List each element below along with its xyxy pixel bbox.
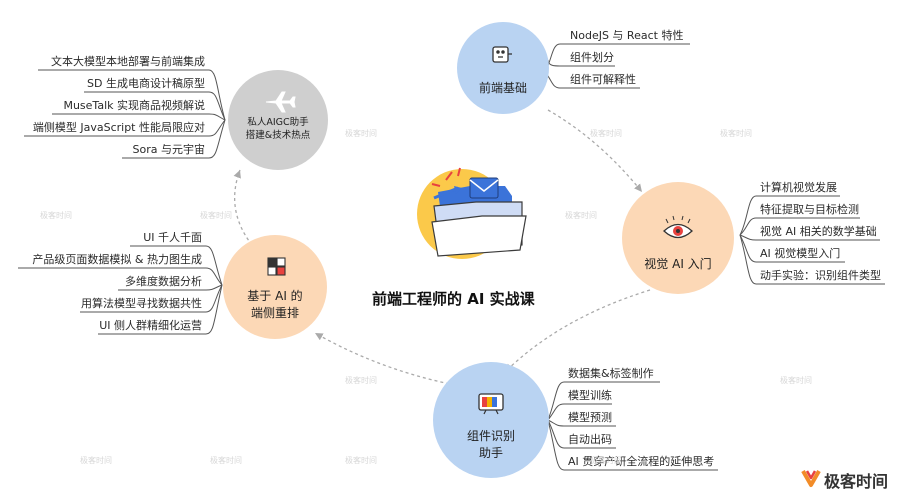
node-circle-aigc bbox=[228, 70, 328, 170]
node-title-aigc-line1: 私人AIGC助手 bbox=[247, 117, 309, 128]
node-circle-frontend-basics bbox=[457, 22, 549, 114]
watermark: 极客时间 bbox=[565, 211, 597, 220]
node-title-assistant-line2: 助手 bbox=[478, 446, 503, 460]
watermark: 极客时间 bbox=[40, 211, 72, 220]
branch-item: NodeJS 与 React 特性 bbox=[570, 29, 684, 42]
branch-item: 动手实验：识别组件类型 bbox=[760, 269, 881, 282]
branch-item: 用算法模型寻找数据共性 bbox=[81, 297, 202, 310]
branch-item: 计算机视觉发展 bbox=[760, 181, 837, 194]
watermark: 极客时间 bbox=[210, 456, 242, 465]
watermark: 极客时间 bbox=[720, 129, 752, 138]
branch-item: 多维度数据分析 bbox=[125, 275, 202, 288]
flow-arrow-rerank-to-aigc bbox=[233, 169, 253, 246]
branch-item: Sora 与元宇宙 bbox=[132, 143, 205, 156]
branch-item: 组件划分 bbox=[570, 51, 614, 64]
folder-mail-illustration-icon bbox=[417, 167, 527, 259]
branch-item: 端侧模型 JavaScript 性能局限应对 bbox=[32, 121, 205, 134]
branch-lines-assistant bbox=[547, 381, 718, 471]
branch-item: MuseTalk 实现商品视频解说 bbox=[63, 99, 205, 112]
node-title-aigc-line2: 搭建&技术热点 bbox=[245, 130, 311, 141]
branch-item: 自动出码 bbox=[568, 433, 612, 446]
node-circle-assistant bbox=[433, 362, 549, 478]
branch-item: 组件可解释性 bbox=[570, 73, 636, 86]
watermark: 极客时间 bbox=[780, 376, 812, 385]
branch-item: AI 贯穿产研全流程的延伸思考 bbox=[568, 455, 715, 468]
branch-item: 数据集&标签制作 bbox=[568, 367, 654, 380]
branch-item: AI 视觉模型入门 bbox=[760, 247, 841, 260]
plug-icon bbox=[492, 46, 512, 63]
eye-icon bbox=[663, 215, 693, 239]
brand-name: 极客时间 bbox=[824, 472, 889, 491]
branch-item: UI 千人千面 bbox=[143, 231, 202, 244]
branch-item: UI 侧人群精细化运营 bbox=[99, 319, 202, 332]
node-title-vision: 视觉 AI 入门 bbox=[644, 257, 712, 271]
watermark: 极客时间 bbox=[345, 456, 377, 465]
branch-item: 文本大模型本地部署与前端集成 bbox=[51, 55, 205, 68]
branch-item: 视觉 AI 相关的数学基础 bbox=[760, 225, 877, 238]
node-circle-rerank bbox=[223, 235, 327, 339]
blocks-icon bbox=[267, 257, 286, 276]
watermark: 极客时间 bbox=[345, 129, 377, 138]
branch-item: 模型预测 bbox=[568, 411, 612, 424]
branch-item: SD 生成电商设计稿原型 bbox=[87, 77, 205, 90]
branch-item: 产品级页面数据模拟 & 热力图生成 bbox=[32, 253, 202, 266]
watermark: 极客时间 bbox=[200, 211, 232, 220]
branch-item: 模型训练 bbox=[568, 389, 612, 402]
watermark: 极客时间 bbox=[590, 456, 622, 465]
branch-lines-vision bbox=[739, 195, 885, 285]
watermark: 极客时间 bbox=[590, 129, 622, 138]
brand-logo-icon bbox=[801, 470, 821, 487]
node-title-rerank-line1: 基于 AI 的 bbox=[247, 289, 303, 303]
watermark: 极客时间 bbox=[345, 376, 377, 385]
branch-item: 特征提取与目标检测 bbox=[760, 203, 859, 216]
watermark: 极客时间 bbox=[80, 456, 112, 465]
node-title-frontend-basics: 前端基础 bbox=[478, 81, 527, 95]
flow-arrow-assistant-to-rerank bbox=[314, 332, 456, 386]
node-title-aigc: 私人AIGC助手 搭建&技术热点 bbox=[228, 116, 328, 142]
branch-lines-rerank bbox=[18, 245, 223, 335]
flow-arrow-basics-to-vision bbox=[547, 109, 643, 193]
node-title-assistant: 组件识别 助手 bbox=[441, 428, 541, 462]
airplane-icon bbox=[265, 91, 296, 113]
node-title-assistant-line1: 组件识别 bbox=[466, 429, 515, 443]
tv-icon bbox=[478, 393, 504, 415]
branch-lines-aigc bbox=[24, 69, 226, 159]
node-title-rerank: 基于 AI 的 端侧重排 bbox=[225, 288, 325, 322]
node-title-rerank-line2: 端侧重排 bbox=[250, 306, 299, 320]
page-title: 前端工程师的 AI 实战课 bbox=[372, 290, 535, 308]
